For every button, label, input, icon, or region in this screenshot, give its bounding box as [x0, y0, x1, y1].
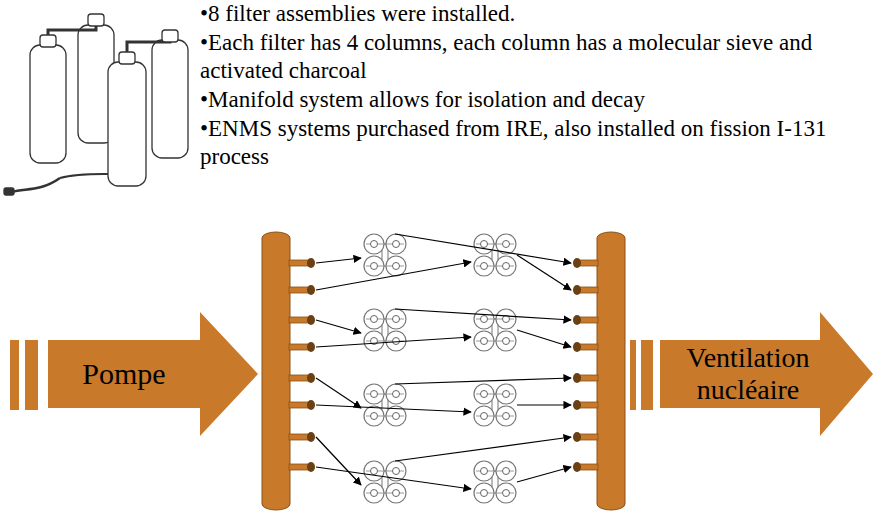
bullet-text: •8 filter assemblies were installed.	[200, 0, 876, 28]
flow-bar	[630, 340, 636, 410]
fitting	[162, 30, 178, 42]
inlet-manifold	[262, 232, 315, 510]
bullet-text: •ENMS systems purchased from IRE, also i…	[200, 115, 876, 171]
column-cylinder	[152, 40, 188, 158]
fitting	[119, 52, 135, 64]
flow-bar	[641, 340, 653, 410]
outlet-manifold	[573, 232, 625, 510]
arrow-label: Ventilation nucléaire	[668, 342, 828, 406]
arrow-outline	[48, 312, 258, 436]
flow-bar	[10, 340, 19, 410]
filter-assemblies	[364, 234, 516, 503]
fitting	[4, 188, 14, 195]
fitting	[40, 35, 56, 47]
fitting	[88, 14, 104, 26]
filter-assembly-picture	[4, 14, 188, 195]
bullet-text: •Each filter has 4 columns, each column …	[200, 29, 876, 85]
flow-arrow: Ventilation nucléaire	[660, 312, 873, 436]
bullet-list: •8 filter assemblies were installed.•Eac…	[200, 0, 876, 172]
bullet-text: •Manifold system allows for isolation an…	[200, 86, 876, 114]
column-cylinder	[30, 45, 66, 163]
flow-arrow: Pompe	[48, 312, 258, 436]
flow-lines	[316, 234, 571, 489]
arrow-outline	[660, 312, 873, 436]
arrow-label: Pompe	[48, 357, 200, 392]
tube	[12, 178, 60, 192]
flow-bar	[25, 340, 38, 410]
column-cylinder	[108, 62, 146, 186]
